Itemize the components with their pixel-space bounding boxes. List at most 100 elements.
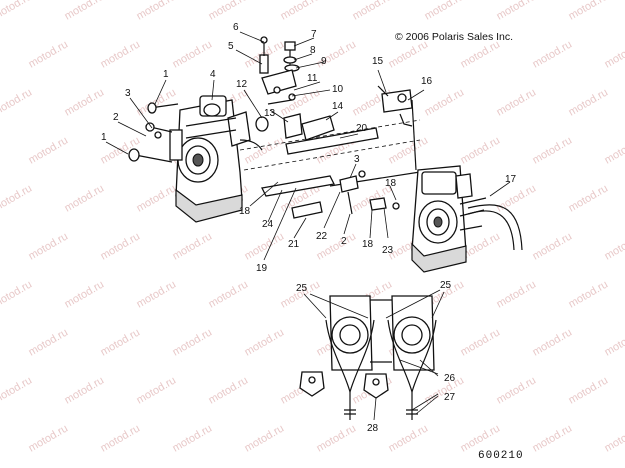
callout-21: 21 — [288, 239, 300, 250]
watermark-text: motod.ru — [63, 0, 107, 23]
throttle-linkage-parts — [255, 36, 335, 141]
fuel-hose-outline — [467, 210, 515, 251]
watermark-text: motod.ru — [27, 422, 71, 454]
watermark-text: motod.ru — [423, 0, 467, 23]
watermark-text: motod.ru — [495, 182, 539, 214]
callout-numbers: 1 1 2 2 3 3 4 5 6 7 8 9 10 11 12 13 14 1… — [101, 22, 517, 434]
callout-18a: 18 — [239, 206, 251, 217]
callout-10: 10 — [332, 84, 344, 95]
callout-15: 15 — [372, 56, 384, 67]
watermark-text: motod.ru — [0, 86, 34, 118]
watermark-text: motod.ru — [603, 422, 625, 454]
watermark-text: motod.ru — [387, 134, 431, 166]
callout-7: 7 — [311, 29, 317, 40]
callout-18c: 18 — [362, 239, 374, 250]
callout-25b: 25 — [440, 280, 452, 291]
watermark-text: motod.ru — [531, 422, 575, 454]
watermark-text: motod.ru — [0, 278, 34, 310]
callout-19: 19 — [256, 263, 268, 274]
callout-17: 17 — [505, 174, 517, 185]
watermark-text: motod.ru — [171, 230, 215, 262]
copyright-text: © 2006 Polaris Sales Inc. — [395, 31, 513, 43]
watermark-text: motod.ru — [531, 326, 575, 358]
callout-12: 12 — [236, 79, 248, 90]
watermark-text: motod.ru — [531, 134, 575, 166]
watermark-text: motod.ru — [531, 38, 575, 70]
watermark-text: motod.ru — [135, 0, 179, 23]
watermark-text: motod.ru — [459, 326, 503, 358]
watermark-text: motod.ru — [531, 230, 575, 262]
callout-2a: 2 — [113, 112, 119, 123]
callout-18b: 18 — [385, 178, 397, 189]
watermark-text: motod.ru — [603, 38, 625, 70]
callout-22: 22 — [316, 231, 328, 242]
watermark-text: motod.ru — [207, 374, 251, 406]
callout-4: 4 — [210, 69, 216, 80]
watermark-text: motod.ru — [0, 0, 34, 23]
adjuster-parts — [339, 170, 400, 215]
watermark-text: motod.ru — [63, 182, 107, 214]
watermark-text: motod.ru — [387, 422, 431, 454]
watermark-text: motod.ru — [603, 134, 625, 166]
watermark-text: motod.ru — [27, 134, 71, 166]
watermark-text: motod.ru — [243, 422, 287, 454]
watermark-text: motod.ru — [567, 0, 611, 23]
callout-27: 27 — [444, 392, 456, 403]
watermark-text: motod.ru — [99, 38, 143, 70]
callout-3a: 3 — [125, 88, 131, 99]
callout-5: 5 — [228, 41, 234, 52]
carb-mounting-detail — [299, 295, 437, 420]
leader-lines — [105, 31, 511, 421]
watermark-text: motod.ru — [0, 182, 34, 214]
diagram-code: 600210 — [478, 450, 524, 462]
watermark-text: motod.ru — [495, 374, 539, 406]
callout-26: 26 — [444, 373, 456, 384]
watermark-text: motod.ru — [99, 422, 143, 454]
watermark-text: motod.ru — [135, 278, 179, 310]
watermark-text: motod.ru — [171, 326, 215, 358]
watermark-text: motod.ru — [135, 374, 179, 406]
watermark-text: motod.ru — [207, 278, 251, 310]
left-carburetor — [169, 95, 263, 223]
callout-11: 11 — [307, 73, 318, 84]
watermark-text: motod.ru — [135, 86, 179, 118]
sync-shaft — [239, 119, 421, 219]
callout-1a: 1 — [163, 69, 169, 80]
watermark-text: motod.ru — [495, 0, 539, 23]
screw-parts — [128, 102, 179, 163]
watermark-text: motod.ru — [603, 230, 625, 262]
callout-3b: 3 — [354, 154, 360, 165]
watermark-text: motod.ru — [459, 134, 503, 166]
watermark-text: motod.ru — [99, 326, 143, 358]
callout-9: 9 — [321, 56, 327, 67]
watermark-text: motod.ru — [243, 326, 287, 358]
watermark-text: motod.ru — [387, 38, 431, 70]
callout-6: 6 — [233, 22, 239, 33]
callout-20: 20 — [356, 123, 368, 134]
callout-8: 8 — [310, 45, 316, 56]
cable-bracket — [377, 85, 417, 171]
watermark-text: motod.ru — [63, 374, 107, 406]
watermark-text: motod.ru — [243, 230, 287, 262]
watermark-text: motod.ru — [567, 182, 611, 214]
watermark-text: motod.ru — [423, 86, 467, 118]
watermark-text: motod.ru — [27, 230, 71, 262]
watermark-text: motod.ru — [315, 422, 359, 454]
watermark-text: motod.ru — [603, 326, 625, 358]
watermark-text: motod.ru — [63, 86, 107, 118]
right-carburetor — [411, 165, 487, 273]
fuel-hose — [467, 204, 523, 251]
watermark-text: motod.ru — [135, 182, 179, 214]
callout-25a: 25 — [296, 283, 308, 294]
callout-28: 28 — [367, 423, 379, 434]
watermark-text: motod.ru — [63, 278, 107, 310]
watermark-text: motod.ru — [495, 86, 539, 118]
callout-24: 24 — [262, 219, 274, 230]
watermark-text: motod.ru — [0, 374, 34, 406]
watermark-text: motod.ru — [495, 278, 539, 310]
watermark-text: motod.ru — [27, 38, 71, 70]
watermark-text: motod.ru — [99, 230, 143, 262]
watermark-text: motod.ru — [351, 0, 395, 23]
